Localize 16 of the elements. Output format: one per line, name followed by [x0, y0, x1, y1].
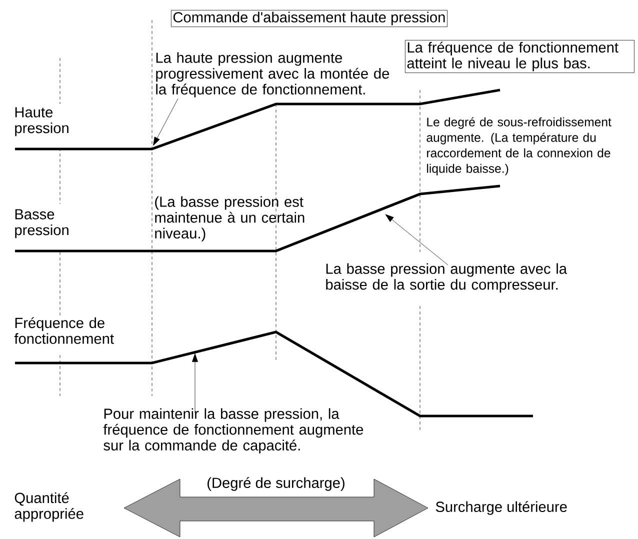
annotation-text: La haute pression augmente progressivement avec la montée de la fréquence de fonctionnement. — [156, 52, 390, 98]
annotation-text: La basse pression augmente avec la baisse de la sortie du compresseur. — [326, 263, 568, 293]
leader-arrow — [385, 214, 448, 266]
note-text: Le degré de sous-refroidissement augmente. (La température du raccordement de la connexion de liquide baisse.) — [426, 117, 612, 176]
axis-label: Surcharge ultérieure — [436, 501, 567, 515]
note-text: (La basse pression est maintenue à un certain niveau.) — [155, 196, 304, 242]
leader-arrow — [192, 353, 198, 414]
note-box: La fréquence de fonctionnement atteint le niveau le plus bas. — [405, 40, 634, 73]
title-box: Commande d'abaissement haute pression — [171, 10, 448, 28]
leader-arrow — [153, 98, 178, 146]
row-label: Fréquence de fonctionnement — [14, 317, 114, 344]
annotation-text: Pour maintenir la basse pression, la fréquence de fonctionnement augmente sur la commande de capacité. — [103, 408, 364, 454]
row-label: Basse pression — [15, 209, 68, 238]
row-label: Haute pression — [15, 107, 68, 136]
pressure-curve — [15, 184, 500, 252]
axis-label: Quantité appropriée — [14, 492, 84, 522]
